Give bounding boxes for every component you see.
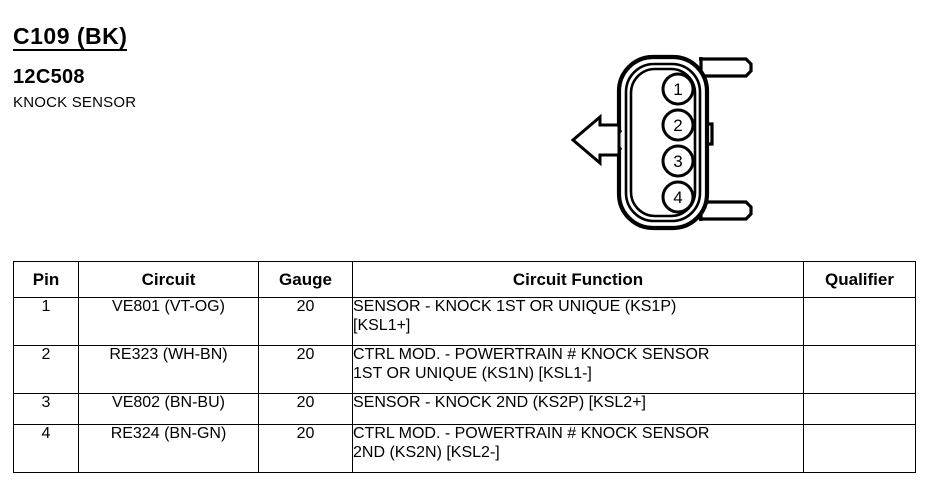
function-line-1: SENSOR - KNOCK 1ST OR UNIQUE (KS1P): [353, 298, 677, 315]
table-row: 2 RE323 (WH-BN) 20 CTRL MOD. - POWERTRAI…: [13, 345, 916, 394]
cell-function: SENSOR - KNOCK 2ND (KS2P) [KSL2+]: [352, 393, 804, 425]
table-row: 4 RE324 (BN-GN) 20 CTRL MOD. - POWERTRAI…: [13, 424, 916, 473]
function-line-1: CTRL MOD. - POWERTRAIN # KNOCK SENSOR: [353, 425, 710, 442]
function-line-2: [KSL1+]: [353, 316, 411, 334]
cell-qualifier: [803, 297, 916, 346]
cell-pin: 1: [13, 297, 79, 346]
cell-circuit: RE323 (WH-BN): [78, 345, 259, 394]
connector-diagram: 1 2 3 4: [565, 45, 795, 245]
pin-cavity-4: [661, 180, 695, 214]
pin-number-group: 1 2 3 4: [673, 80, 682, 207]
cell-qualifier: [803, 393, 916, 425]
pin-cavity-3: [661, 144, 695, 178]
connector-illustration-svg: 1 2 3 4: [570, 54, 753, 231]
cell-function: CTRL MOD. - POWERTRAIN # KNOCK SENSOR 1S…: [352, 345, 804, 394]
column-header-qualifier: Qualifier: [803, 261, 916, 298]
cell-gauge: 20: [258, 393, 353, 425]
cell-circuit: RE324 (BN-GN): [78, 424, 259, 473]
pin-number-1: 1: [673, 80, 682, 99]
cell-circuit: VE801 (VT-OG): [78, 297, 259, 346]
pin-cavity-2: [661, 108, 695, 142]
cell-circuit: VE802 (BN-BU): [78, 393, 259, 425]
function-line-2: 2ND (KS2N) [KSL2-]: [353, 443, 500, 461]
cell-pin: 2: [13, 345, 79, 394]
cell-gauge: 20: [258, 345, 353, 394]
connector-header: C109 (BK) 12C508 KNOCK SENSOR: [13, 24, 136, 111]
cell-gauge: 20: [258, 424, 353, 473]
function-line-2: 1ST OR UNIQUE (KS1N) [KSL1-]: [353, 364, 592, 382]
table-row: 3 VE802 (BN-BU) 20 SENSOR - KNOCK 2ND (K…: [13, 393, 916, 425]
column-header-circuit: Circuit: [78, 261, 259, 298]
function-line-1: SENSOR - KNOCK 2ND (KS2P) [KSL2+]: [353, 394, 646, 411]
cell-pin: 3: [13, 393, 79, 425]
cell-function: SENSOR - KNOCK 1ST OR UNIQUE (KS1P) [KSL…: [352, 297, 804, 346]
cell-gauge: 20: [258, 297, 353, 346]
pin-cavity-group: [661, 72, 695, 214]
pin-number-4: 4: [673, 188, 682, 207]
column-header-pin: Pin: [13, 261, 79, 298]
component-name: KNOCK SENSOR: [13, 94, 137, 112]
column-header-gauge: Gauge: [258, 261, 353, 298]
cell-qualifier: [803, 345, 916, 394]
pin-number-3: 3: [673, 152, 682, 171]
cell-qualifier: [803, 424, 916, 473]
pinout-table: Pin Circuit Gauge Circuit Function Quali…: [13, 261, 916, 473]
column-header-function: Circuit Function: [352, 261, 804, 298]
cell-pin: 4: [13, 424, 79, 473]
pin-number-2: 2: [673, 116, 682, 135]
pin-cavity-1: [661, 72, 695, 106]
function-line-1: CTRL MOD. - POWERTRAIN # KNOCK SENSOR: [353, 346, 710, 363]
table-row: 1 VE801 (VT-OG) 20 SENSOR - KNOCK 1ST OR…: [13, 297, 916, 346]
connector-id-title: C109 (BK): [13, 24, 128, 52]
orientation-arrow-icon: [570, 113, 621, 167]
table-header-row: Pin Circuit Gauge Circuit Function Quali…: [13, 261, 916, 298]
cell-function: CTRL MOD. - POWERTRAIN # KNOCK SENSOR 2N…: [352, 424, 804, 473]
part-number: 12C508: [13, 66, 85, 89]
